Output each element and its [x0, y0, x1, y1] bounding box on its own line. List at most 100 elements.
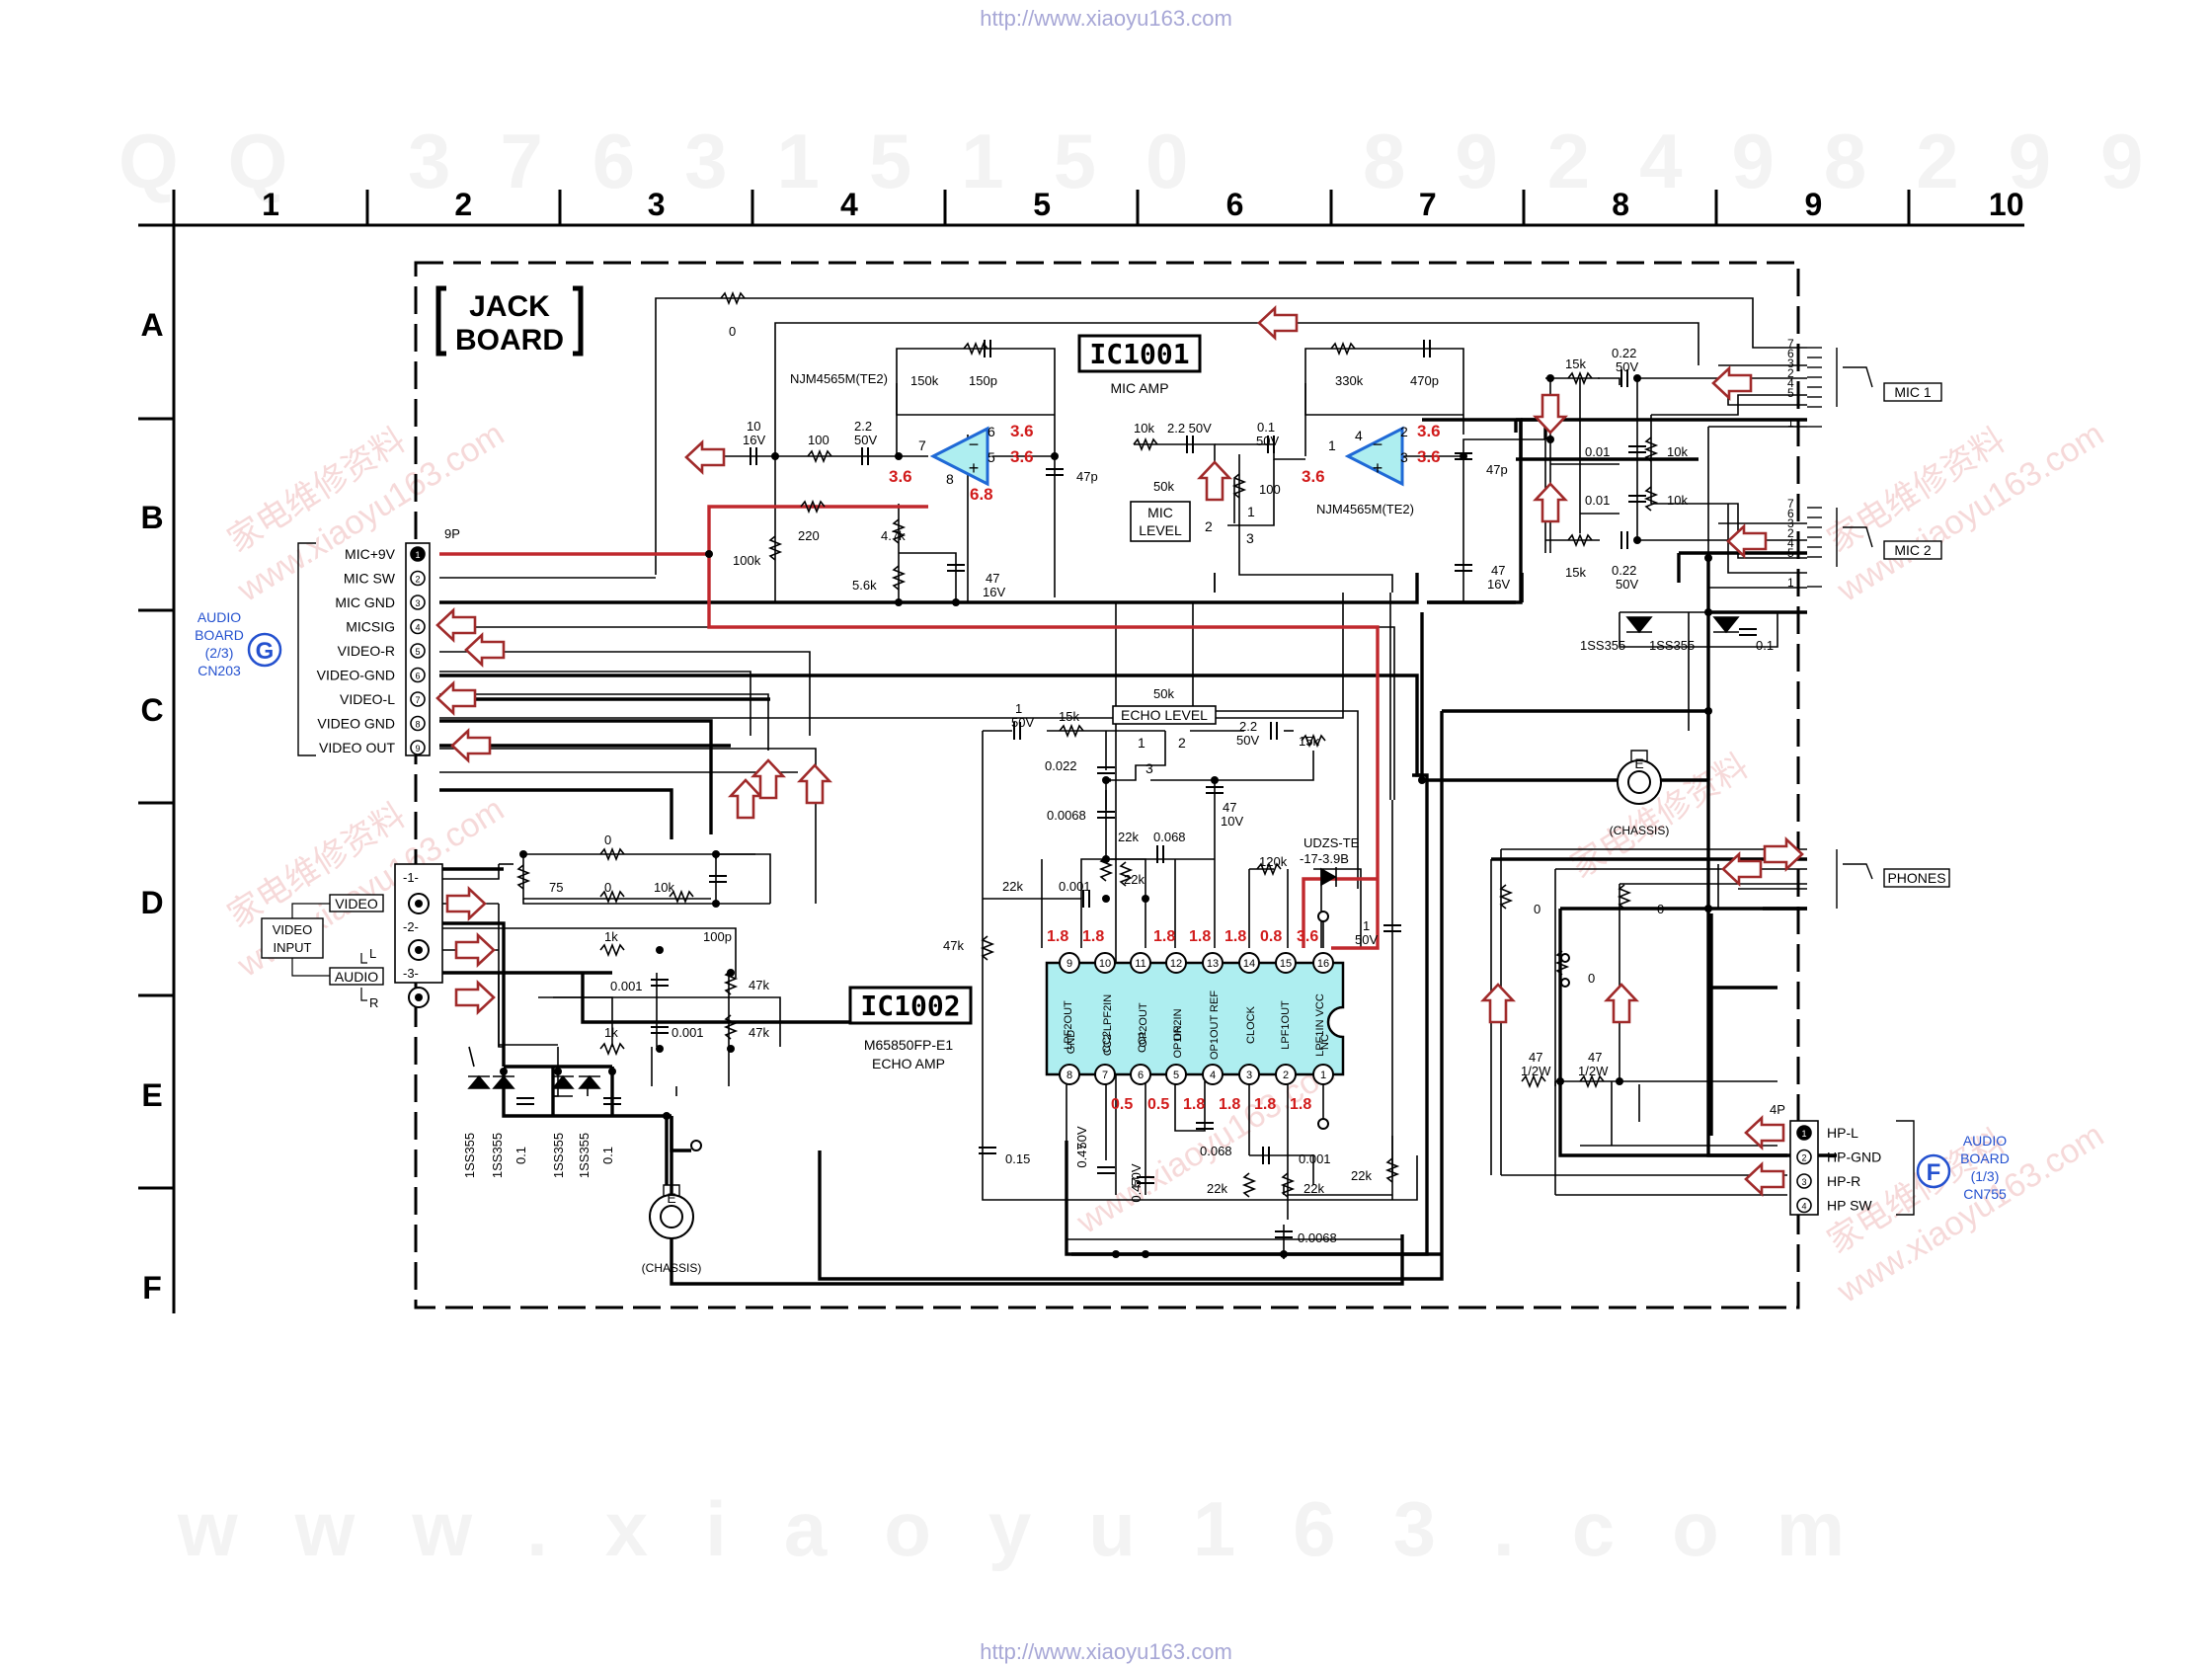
ic-pin — [1130, 1064, 1151, 1085]
component-value: 15k — [1565, 357, 1586, 371]
component-value: 50V — [1256, 434, 1279, 448]
capacitors — [515, 339, 1758, 1238]
ic-pin-label: CC2 LPF2IN — [1102, 994, 1114, 1056]
svg-text:JACK: JACK — [469, 290, 550, 323]
svg-text:M65850FP-E1: M65850FP-E1 — [864, 1037, 953, 1053]
svg-text:3.6: 3.6 — [1302, 467, 1325, 486]
chassis-ground-left: E (CHASSIS) — [642, 1140, 702, 1275]
ic-pin-label: OP1IN — [1172, 1025, 1184, 1058]
grid-column-label: 1 — [262, 187, 279, 222]
svg-text:3.6: 3.6 — [889, 467, 912, 486]
svg-text:(2/3): (2/3) — [205, 645, 234, 661]
svg-text:IC1001: IC1001 — [1089, 338, 1189, 370]
connector-pin — [410, 691, 426, 707]
component-value: 47k — [943, 938, 964, 953]
svg-text:2: 2 — [1787, 526, 1794, 540]
svg-text:6: 6 — [1787, 507, 1794, 520]
grid-row-label: E — [141, 1077, 162, 1113]
component-value: 22k — [1124, 872, 1145, 887]
ic-pin — [1094, 1064, 1116, 1085]
ic-pin-voltage: 1.8 — [1219, 1096, 1240, 1113]
ic-pin-label: LPF2OUT — [1063, 1000, 1074, 1050]
ic-pin-number: 11 — [1135, 958, 1146, 970]
component-value: 22k — [1351, 1168, 1372, 1183]
grid-column-label: 5 — [1033, 187, 1051, 222]
connector-pin — [410, 643, 426, 659]
component-value: 1k — [604, 929, 618, 944]
component-value: 50V — [1355, 932, 1378, 947]
diodes — [467, 616, 1740, 1089]
svg-text:R: R — [369, 995, 378, 1010]
component-value: 47 — [986, 571, 999, 586]
ic-pin — [1275, 952, 1297, 974]
component-value: 0 — [604, 832, 611, 847]
ic1002-label: IC1002 M65850FP-E1 ECHO AMP — [848, 986, 973, 1071]
audio-board-f-link: F AUDIO BOARD (1/3) CN755 — [1916, 1133, 2010, 1202]
ic-pin — [1059, 1064, 1080, 1085]
ic-pin — [1059, 952, 1080, 974]
component-value: 1 — [1363, 918, 1370, 933]
ic-pin-label: CC1 — [1137, 1031, 1148, 1053]
connector-pin — [410, 546, 426, 562]
ic-pin — [1238, 1064, 1260, 1085]
audio-board-g-link: AUDIO BOARD (2/3) CN203 G — [195, 609, 282, 678]
connector-pin — [410, 667, 426, 683]
svg-text:1: 1 — [1787, 416, 1794, 430]
connector-pin — [410, 618, 426, 635]
component-value: 47p — [1486, 462, 1508, 477]
ic-pin — [1130, 952, 1151, 974]
component-value: 10k — [1667, 493, 1688, 508]
svg-text:MIC: MIC — [1147, 505, 1173, 520]
svg-text:IC1002: IC1002 — [860, 990, 960, 1022]
ic-pin — [1165, 952, 1187, 974]
grid-column-label: 7 — [1419, 187, 1437, 222]
ic1001-label: IC1001 MIC AMP NJM4565M(TE2) NJM4565M(TE… — [790, 334, 1414, 516]
component-value: 50V — [1616, 577, 1638, 592]
ic-pin — [1312, 952, 1334, 974]
ic-pin-voltage: 3.6 — [1297, 928, 1318, 945]
svg-text:−: − — [969, 435, 980, 454]
svg-text:6: 6 — [988, 424, 995, 439]
grid-column-label: 3 — [648, 187, 666, 222]
svg-text:5: 5 — [988, 449, 995, 465]
svg-text:VIDEO: VIDEO — [335, 896, 378, 912]
connector-pin-number: 9 — [415, 744, 420, 753]
connector-pin-label: HP-GND — [1827, 1150, 1881, 1165]
component-value: 5.6k — [852, 578, 877, 593]
svg-text:(CHASSIS): (CHASSIS) — [642, 1261, 702, 1275]
svg-text:1: 1 — [1787, 576, 1794, 590]
component-value: 1SS355 — [1649, 638, 1695, 653]
component-value: 100k — [733, 553, 761, 568]
component-value: 0.1 — [514, 1147, 528, 1164]
connector-pin — [410, 715, 426, 732]
component-value: 0.1 — [1756, 638, 1774, 653]
ic-pin-number: 15 — [1280, 958, 1292, 970]
zener-label: UDZS-TE -17-3.9B — [1300, 835, 1360, 866]
ic-pin — [1275, 1064, 1297, 1085]
watermark-url-top: http://www.xiaoyu163.com — [980, 6, 1232, 31]
svg-text:2: 2 — [1400, 424, 1408, 439]
connector-pin-label: VIDEO GND — [317, 716, 395, 732]
svg-text:3.6: 3.6 — [1010, 422, 1034, 440]
ic-pin-label: LPF1IN VCC — [1314, 993, 1326, 1057]
component-value: 0.001 — [610, 979, 643, 993]
component-value: 0.15 — [1005, 1151, 1030, 1166]
ic-pin-number: 8 — [1066, 1070, 1072, 1081]
component-value: 0 — [604, 880, 611, 895]
component-value: 0.1 — [600, 1147, 615, 1164]
svg-text:ECHO AMP: ECHO AMP — [872, 1056, 945, 1071]
svg-text:CN203: CN203 — [198, 663, 241, 678]
svg-text:AUDIO: AUDIO — [1963, 1133, 2007, 1149]
component-value: 150p — [969, 373, 997, 388]
component-value: 22k — [1304, 1181, 1324, 1196]
connector-pin-label: VIDEO-L — [340, 691, 395, 707]
watermark-qq: QQ 376315150 892498299 www.xiaoyu163.com — [118, 118, 2143, 1572]
connector-pin-label: MIC GND — [335, 595, 395, 610]
ic-pin-label: NC — [1319, 1034, 1331, 1050]
component-value: 1 — [1015, 701, 1022, 716]
red-wires — [439, 505, 1380, 950]
component-value: 1/2W — [1578, 1064, 1609, 1078]
